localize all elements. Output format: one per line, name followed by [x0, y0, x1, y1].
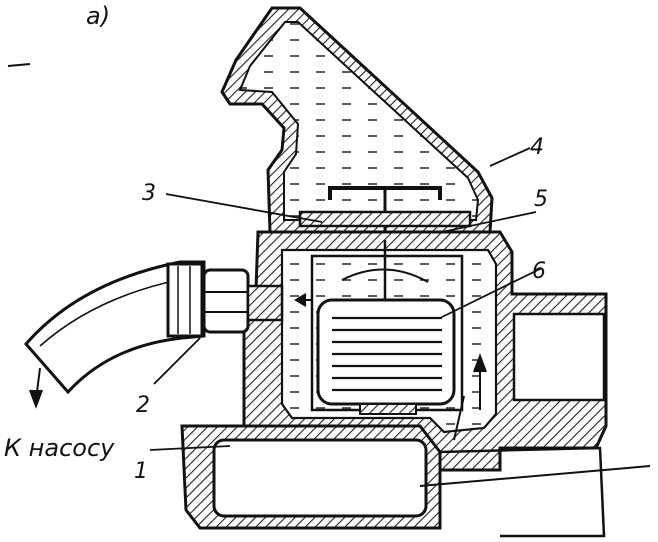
panel-label: а)	[86, 2, 110, 30]
leader-lines	[149, 147, 543, 451]
reservoir-tank	[220, 6, 494, 234]
flow-arrows	[294, 293, 487, 441]
callout-1: 1	[134, 459, 148, 484]
callout-6: 6	[532, 259, 546, 284]
callout-2: 2	[136, 393, 150, 418]
callout-3: 3	[142, 181, 156, 206]
pump-hose	[24, 260, 284, 395]
pump-direction-arrow	[29, 367, 43, 409]
stray-mark	[7, 63, 31, 67]
valve-cap	[298, 186, 472, 240]
bellows-element	[316, 298, 456, 415]
callout-5: 5	[534, 187, 548, 212]
lower-chamber	[180, 424, 651, 538]
callout-4: 4	[530, 135, 544, 160]
pump-caption: К насосу	[4, 434, 115, 462]
